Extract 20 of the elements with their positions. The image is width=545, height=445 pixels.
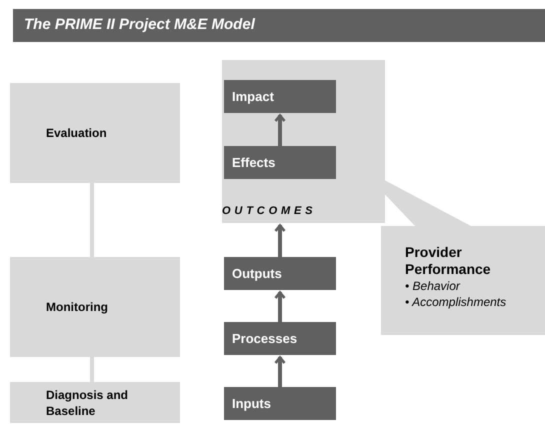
arrow	[274, 224, 286, 257]
stage-box: Effects	[224, 146, 336, 179]
title-bar: The PRIME II Project M&E Model	[13, 9, 545, 42]
group-label: OUTCOMES	[222, 204, 316, 219]
phase-box: Evaluation	[10, 83, 180, 183]
arrow	[274, 114, 286, 146]
stage-box: Inputs	[224, 387, 336, 420]
connector-line	[90, 357, 94, 382]
arrow	[274, 356, 286, 387]
arrow	[274, 291, 286, 322]
callout-heading: Provider Performance	[405, 244, 492, 278]
stage-box: Impact	[224, 80, 336, 113]
connector-line	[90, 183, 94, 257]
stage-box: Processes	[224, 322, 336, 355]
bullet-item: • Accomplishments	[405, 294, 508, 310]
stage-box: Outputs	[224, 257, 336, 290]
bullet-item: • Behavior	[405, 278, 462, 294]
phase-box: Monitoring	[10, 257, 180, 357]
outcomes-panel	[222, 60, 385, 223]
phase-box: Diagnosis and Baseline	[10, 382, 180, 423]
